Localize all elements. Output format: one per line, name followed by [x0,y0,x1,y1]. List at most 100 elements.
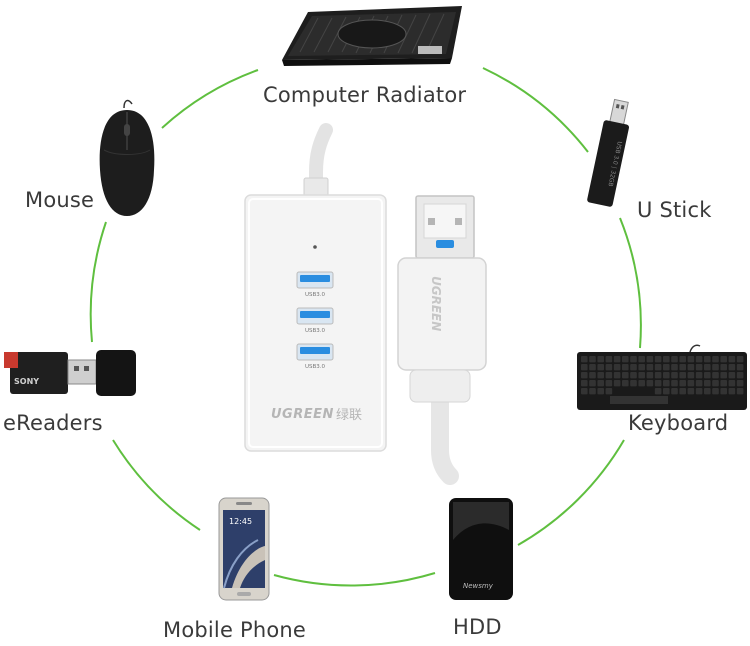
ring-arc [161,69,259,129]
keyboard-key [663,356,670,363]
keyboard-key [630,356,637,363]
keyboard-key [728,388,736,395]
keyboard-key [679,372,686,379]
keyboard-key [581,380,588,387]
reader-brand-text: SONY [14,377,39,386]
keyboard-key [671,356,678,363]
plug-brand-text: UGREEN [429,276,443,331]
keyboard-key [638,372,645,379]
keyboard-key [581,356,588,363]
keyboard-key [712,356,719,363]
keyboard-key [736,356,744,363]
keyboard-key [663,372,670,379]
ring-arc [482,67,589,153]
port-label: USB3.0 [305,328,326,334]
cooling-pad-icon [282,6,462,66]
keyboard-key [605,372,613,379]
port-label: USB3.0 [305,364,326,370]
ring-arc [89,221,107,343]
keyboard-key [695,356,703,363]
keyboard-key [687,364,695,371]
keyboard-key [581,364,588,371]
keyboard-key [687,388,695,395]
keyboard-key [704,388,711,395]
connection-ring [89,67,642,587]
keyboard-key [663,364,670,371]
keyboard-key [605,364,613,371]
keyboard-key [704,364,711,371]
keyboard-key [712,388,719,395]
keyboard-key [663,388,670,395]
keyboard-key [622,356,629,363]
ring-arc [273,572,436,587]
keyboard-key [605,388,613,395]
keyboard-key [695,380,703,387]
keyboard-key [589,372,596,379]
keyboard-key [613,380,621,387]
hub-cable [303,123,459,485]
keyboard-key [646,356,654,363]
keyboard-key [613,372,621,379]
keyboard-key [646,364,654,371]
label-computer-radiator: Computer Radiator [263,83,467,107]
keyboard-key [712,380,719,387]
mobile-phone-icon: 12:45 [218,497,270,601]
label-mouse: Mouse [25,188,95,212]
keyboard-key [654,388,662,395]
keyboard-key [679,380,686,387]
ring-arc [517,439,625,546]
keyboard-key [704,356,711,363]
keyboard-key [638,380,645,387]
keyboard-key [671,364,678,371]
keyboard-key [622,372,629,379]
keyboard-key [663,380,670,387]
phone-time-text: 12:45 [229,517,252,526]
keyboard-key [720,380,727,387]
keyboard-key [687,356,695,363]
keyboard-key [720,356,727,363]
keyboard-icon [577,344,747,410]
keyboard-key [736,364,744,371]
keyboard-key [630,380,637,387]
keyboard-key [654,372,662,379]
keyboard-key [654,356,662,363]
keyboard-key [687,372,695,379]
keyboard-key [646,380,654,387]
keyboard-key [728,356,736,363]
keyboard-key [589,364,596,371]
keyboard-key [589,388,596,395]
keyboard-key [597,372,604,379]
label-ereaders: eReaders [3,411,103,435]
usb-port-3: USB3.0 [296,343,334,370]
mouse-icon [99,99,155,216]
usb-hub: USB3.0 USB3.0 USB3.0 UGREEN 绿联 [244,194,387,452]
keyboard-key [630,364,637,371]
keyboard-key [638,356,645,363]
keyboard-key [695,372,703,379]
hard-drive-icon: Newsmy [449,498,513,600]
keyboard-key [605,380,613,387]
ring-arc [112,439,201,531]
keyboard-key [728,372,736,379]
keyboard-key [687,380,695,387]
keyboard-key [736,372,744,379]
keyboard-key [728,364,736,371]
keyboard-key [613,364,621,371]
keyboard-key [712,364,719,371]
usb-a-plug: UGREEN [397,195,487,403]
keyboard-key [712,372,719,379]
usb-stick-icon: USB 3.0 | 32GB [587,98,630,207]
keyboard-key [671,380,678,387]
usb-port-1: USB3.0 [296,271,334,298]
ring-arc [619,217,642,349]
keyboard-key [597,364,604,371]
label-mobile-phone: Mobile Phone [163,618,307,642]
keyboard-key [597,380,604,387]
port-label: USB3.0 [305,292,326,298]
keyboard-key [671,372,678,379]
keyboard-key [613,356,621,363]
label-u-stick: U Stick [637,198,712,222]
hdd-brand-text: Newsmy [463,582,494,590]
keyboard-key [720,388,727,395]
keyboard-key [597,356,604,363]
